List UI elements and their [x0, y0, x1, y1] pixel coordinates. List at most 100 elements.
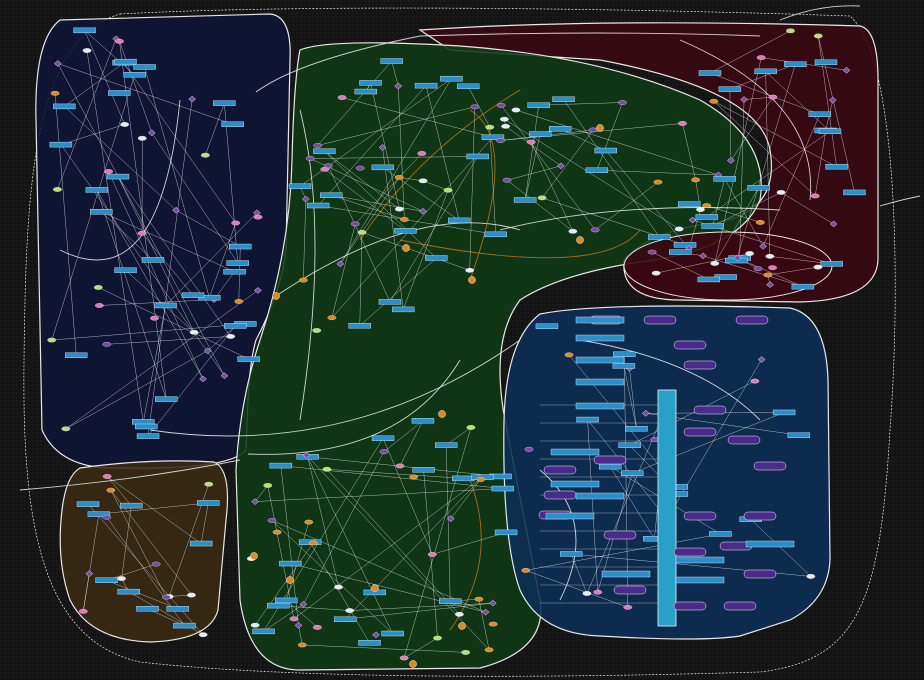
- reaction-node[interactable]: [394, 228, 417, 234]
- metabolite-node[interactable]: [753, 266, 763, 272]
- metabolite-node[interactable]: [234, 299, 244, 304]
- compound-pill-node[interactable]: [743, 569, 777, 579]
- reaction-node[interactable]: [380, 58, 403, 64]
- metabolite-node[interactable]: [394, 206, 404, 212]
- reaction-node[interactable]: [456, 83, 480, 90]
- metabolite-node[interactable]: [161, 594, 171, 600]
- reaction-node[interactable]: [575, 316, 625, 324]
- reaction-node[interactable]: [348, 322, 371, 329]
- metabolite-node[interactable]: [204, 481, 214, 487]
- reaction-node[interactable]: [229, 243, 252, 250]
- compound-pill-node[interactable]: [683, 511, 717, 521]
- reaction-node[interactable]: [392, 306, 415, 313]
- reaction-node[interactable]: [466, 153, 489, 160]
- metabolite-node[interactable]: [297, 642, 307, 648]
- gateway-metabolite-node[interactable]: [250, 552, 258, 560]
- reaction-node[interactable]: [224, 323, 247, 329]
- junction-node[interactable]: [740, 96, 748, 103]
- metabolite-node[interactable]: [312, 328, 322, 333]
- reaction-node[interactable]: [371, 164, 395, 171]
- metabolite-node[interactable]: [745, 251, 754, 256]
- metabolite-node[interactable]: [537, 195, 547, 201]
- metabolite-node[interactable]: [765, 253, 775, 259]
- metabolite-node[interactable]: [187, 592, 196, 598]
- reaction-node[interactable]: [95, 577, 118, 583]
- metabolite-node[interactable]: [443, 187, 453, 193]
- metabolite-node[interactable]: [786, 28, 795, 34]
- junction-node[interactable]: [727, 157, 735, 164]
- reaction-node[interactable]: [559, 551, 583, 557]
- gateway-metabolite-node[interactable]: [438, 410, 446, 418]
- reaction-node[interactable]: [484, 231, 507, 238]
- metabolite-node[interactable]: [618, 100, 627, 105]
- reaction-node[interactable]: [306, 202, 330, 209]
- metabolite-node[interactable]: [709, 98, 719, 104]
- metabolite-node[interactable]: [115, 38, 124, 44]
- metabolite-node[interactable]: [323, 163, 333, 169]
- metabolite-node[interactable]: [395, 463, 405, 469]
- metabolite-node[interactable]: [810, 193, 820, 199]
- gateway-metabolite-node[interactable]: [576, 236, 584, 244]
- metabolite-node[interactable]: [120, 122, 130, 127]
- reaction-node[interactable]: [425, 255, 448, 261]
- metabolite-node[interactable]: [47, 337, 57, 343]
- junction-node[interactable]: [54, 60, 62, 67]
- junction-node[interactable]: [301, 195, 310, 203]
- reaction-node[interactable]: [221, 121, 244, 127]
- metabolite-node[interactable]: [308, 540, 318, 546]
- reaction-node[interactable]: [784, 61, 807, 67]
- metabolite-node[interactable]: [355, 165, 365, 171]
- reaction-node[interactable]: [697, 276, 721, 283]
- metabolite-node[interactable]: [470, 104, 480, 110]
- metabolite-node[interactable]: [756, 55, 766, 60]
- reaction-node[interactable]: [585, 167, 609, 173]
- reaction-node[interactable]: [698, 70, 722, 76]
- metabolite-node[interactable]: [476, 477, 486, 482]
- metabolite-node[interactable]: [524, 447, 534, 452]
- reaction-node[interactable]: [197, 500, 220, 506]
- metabolite-node[interactable]: [484, 647, 494, 653]
- metabolite-node[interactable]: [674, 226, 684, 232]
- metabolite-node[interactable]: [501, 123, 510, 129]
- compound-pill-node[interactable]: [723, 601, 757, 611]
- metabolite-node[interactable]: [465, 267, 475, 273]
- metabolite-node[interactable]: [93, 285, 103, 290]
- reaction-node[interactable]: [513, 197, 537, 203]
- metabolite-node[interactable]: [485, 124, 495, 130]
- metabolite-node[interactable]: [289, 616, 299, 622]
- reaction-node[interactable]: [132, 419, 155, 425]
- metabolite-node[interactable]: [427, 552, 437, 557]
- reaction-node[interactable]: [117, 588, 140, 595]
- junction-node[interactable]: [85, 570, 94, 577]
- reaction-node[interactable]: [618, 442, 641, 448]
- reaction-node[interactable]: [381, 630, 404, 637]
- metabolite-node[interactable]: [710, 261, 720, 266]
- reaction-node[interactable]: [358, 640, 381, 646]
- reaction-node[interactable]: [695, 214, 719, 220]
- reaction-node[interactable]: [481, 134, 505, 141]
- metabolite-node[interactable]: [322, 466, 332, 472]
- reaction-node[interactable]: [313, 148, 336, 154]
- metabolite-node[interactable]: [345, 608, 355, 613]
- metabolite-node[interactable]: [253, 214, 263, 220]
- metabolite-node[interactable]: [226, 334, 236, 339]
- metabolite-node[interactable]: [304, 519, 314, 525]
- junction-node[interactable]: [372, 631, 380, 639]
- metabolite-node[interactable]: [189, 329, 199, 335]
- reaction-node[interactable]: [120, 502, 143, 509]
- reaction-node[interactable]: [552, 96, 575, 102]
- metabolite-node[interactable]: [582, 591, 592, 596]
- reaction-node[interactable]: [575, 492, 625, 500]
- metabolite-node[interactable]: [78, 608, 88, 614]
- reaction-node[interactable]: [267, 602, 290, 609]
- junction-node[interactable]: [199, 375, 207, 383]
- reaction-node[interactable]: [136, 433, 160, 439]
- metabolite-node[interactable]: [137, 135, 147, 141]
- metabolite-node[interactable]: [137, 230, 147, 236]
- reaction-node[interactable]: [106, 173, 130, 180]
- metabolite-node[interactable]: [496, 138, 505, 143]
- metabolite-node[interactable]: [568, 228, 578, 234]
- reaction-node[interactable]: [528, 131, 552, 137]
- metabolite-node[interactable]: [418, 178, 428, 184]
- junction-node[interactable]: [688, 216, 697, 224]
